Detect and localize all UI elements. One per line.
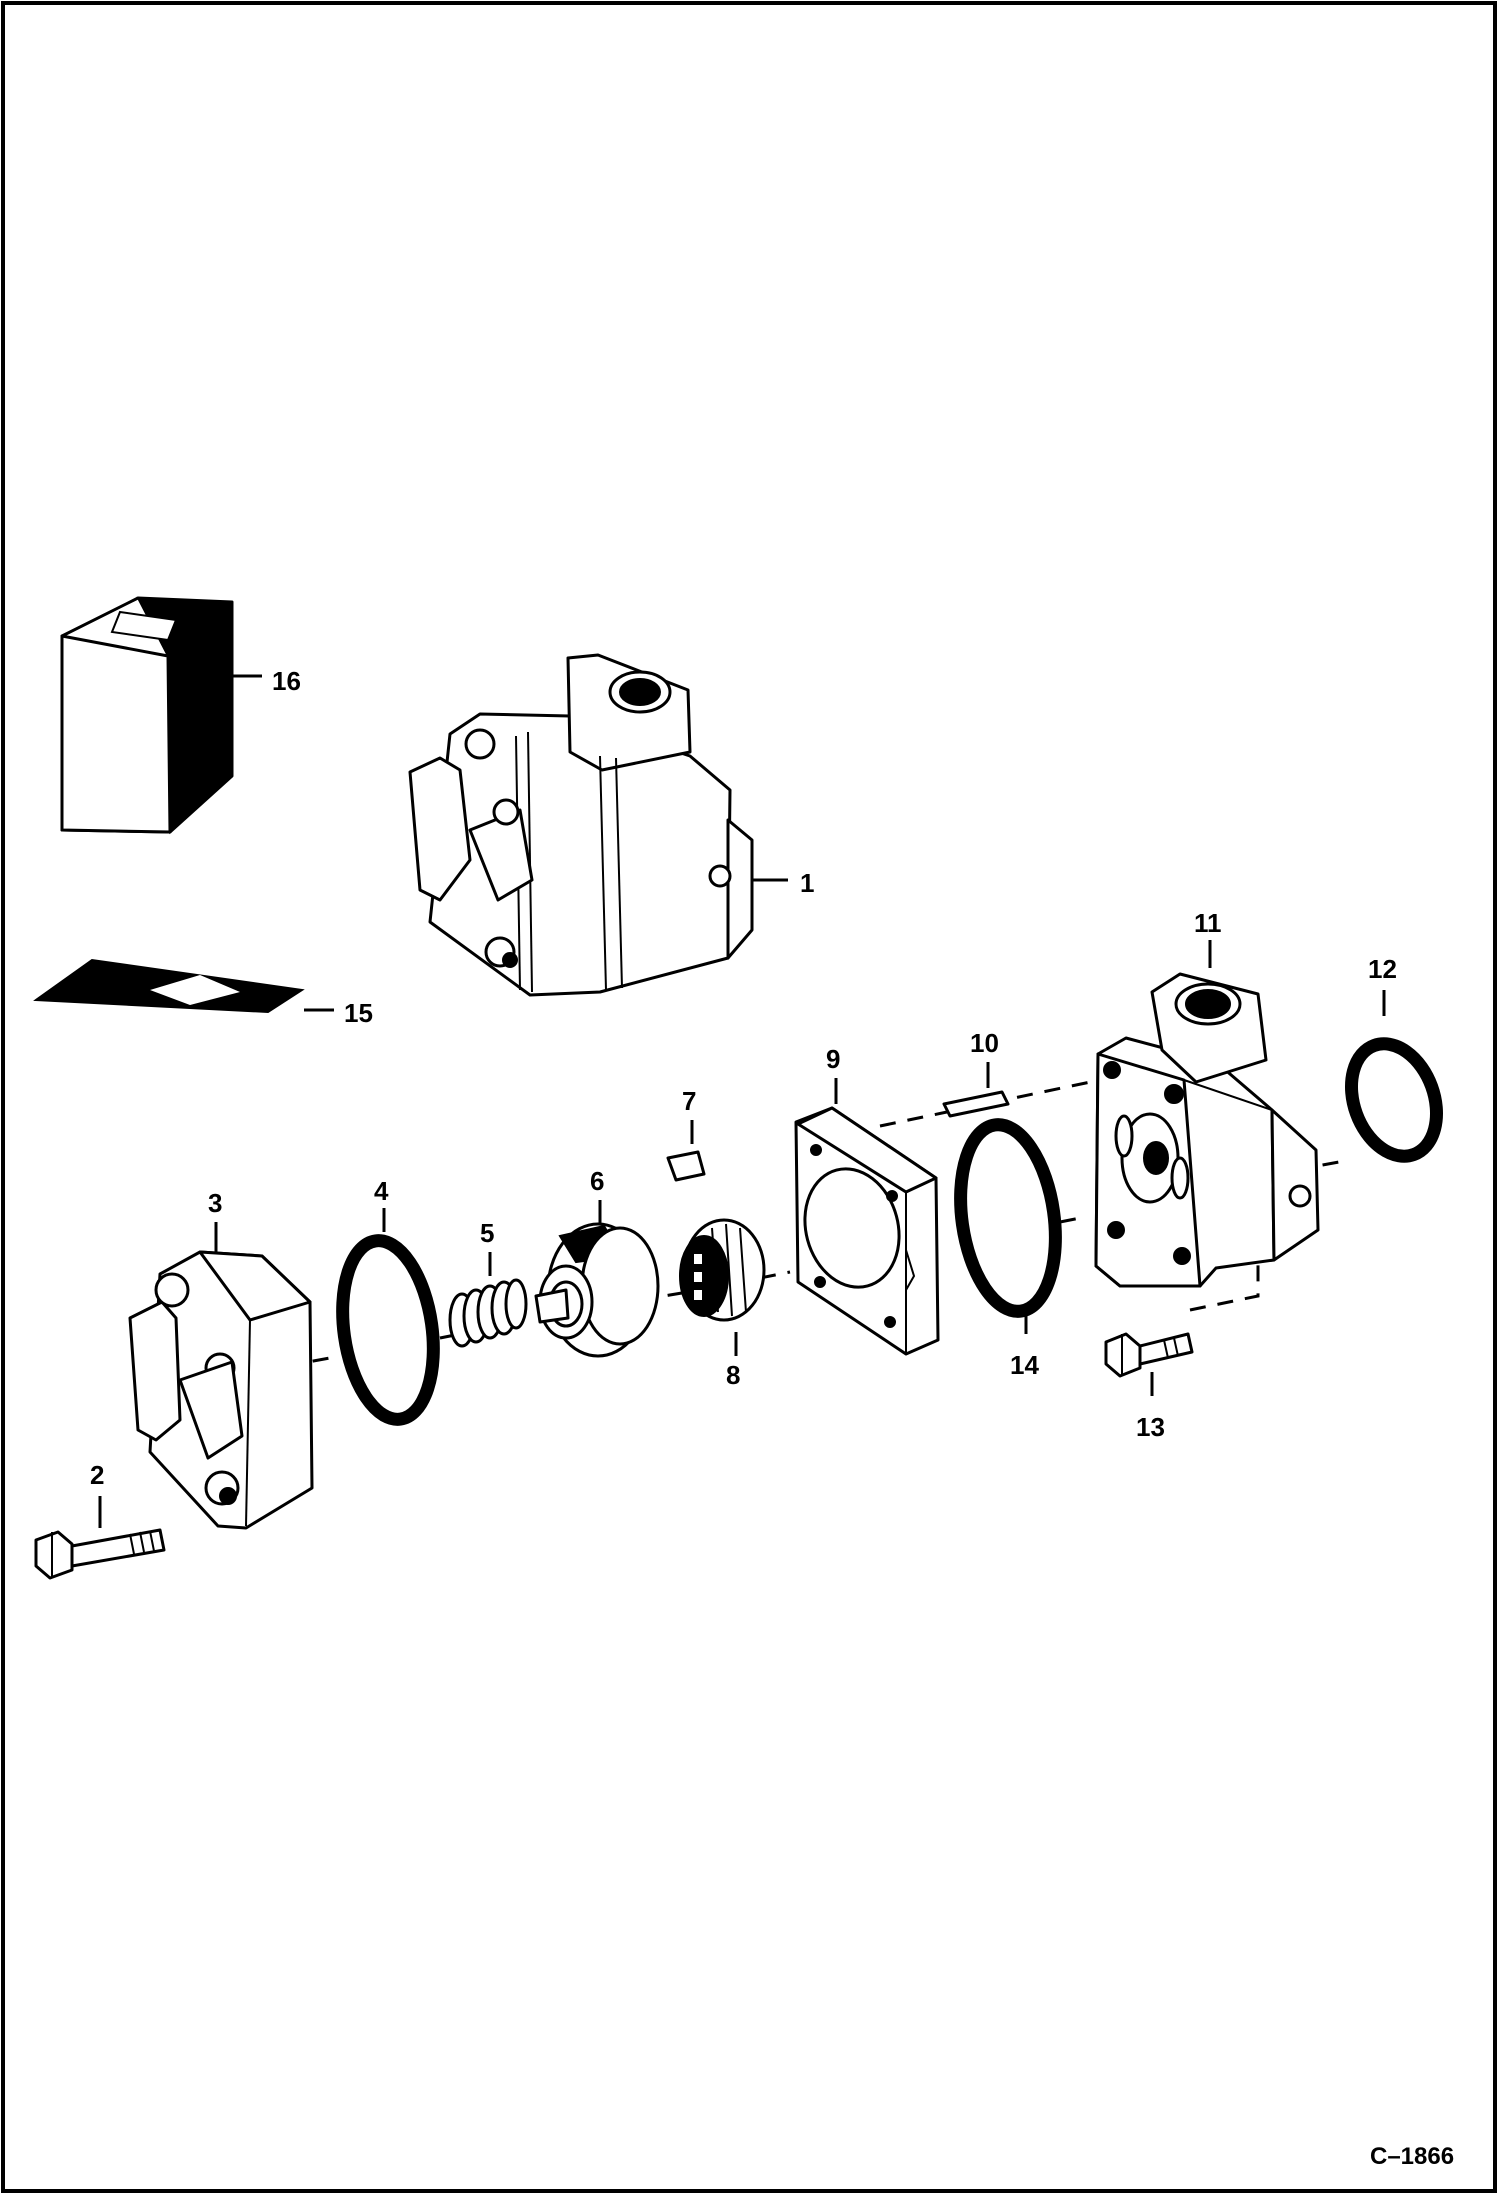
callout-3: 3 xyxy=(208,1188,222,1218)
part-15-decal xyxy=(33,958,305,1014)
drawing-id: C–1866 xyxy=(1370,2143,1454,2170)
callout-6: 6 xyxy=(590,1166,604,1196)
part-10-dowel-pin xyxy=(942,1090,1010,1118)
part-7-vane xyxy=(666,1150,706,1182)
part-11-pump-body xyxy=(1094,972,1320,1288)
callout-4: 4 xyxy=(374,1176,389,1206)
part-16-seal-kit-box xyxy=(60,596,234,835)
part-4-o-ring xyxy=(336,1234,440,1426)
part-2-cap-screw xyxy=(34,1528,166,1580)
part-6-pressure-plate xyxy=(534,1222,660,1358)
callout-8: 8 xyxy=(726,1360,740,1390)
part-5-spring xyxy=(448,1278,528,1348)
callout-14: 14 xyxy=(1010,1350,1039,1380)
callout-7: 7 xyxy=(682,1086,696,1116)
part-1-pump-assembly xyxy=(408,653,754,997)
callout-5: 5 xyxy=(480,1218,494,1248)
callout-11: 11 xyxy=(1194,908,1222,938)
part-13-cap-screw xyxy=(1104,1332,1194,1378)
callout-9: 9 xyxy=(826,1044,840,1074)
callout-10: 10 xyxy=(970,1028,999,1058)
callout-2: 2 xyxy=(90,1460,104,1490)
callout-16: 16 xyxy=(272,666,301,696)
part-9-cam-ring xyxy=(794,1106,940,1356)
callout-15: 15 xyxy=(344,998,373,1028)
part-14-o-ring xyxy=(954,1118,1062,1318)
callout-1: 1 xyxy=(800,868,814,898)
part-3-pump-cover xyxy=(128,1250,314,1530)
part-12-o-ring xyxy=(1344,1037,1444,1163)
part-8-rotor xyxy=(679,1218,766,1322)
callout-13: 13 xyxy=(1136,1412,1165,1442)
callout-12: 12 xyxy=(1368,954,1397,984)
